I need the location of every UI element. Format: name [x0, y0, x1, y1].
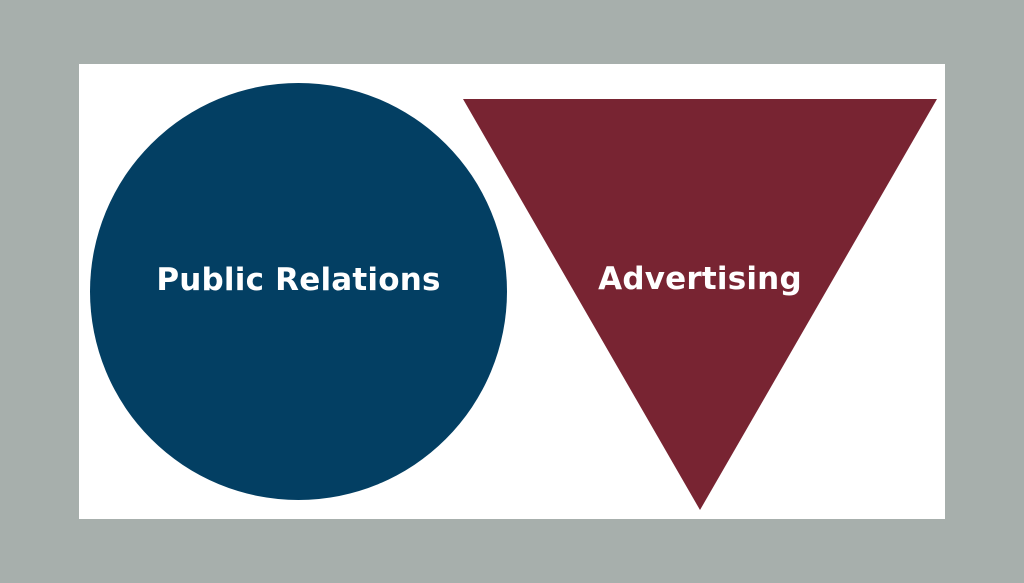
- public-relations-circle: Public Relations: [90, 83, 507, 500]
- advertising-triangle-shape: [463, 99, 937, 510]
- advertising-triangle: Advertising: [463, 99, 937, 510]
- public-relations-label: Public Relations: [156, 261, 441, 298]
- advertising-label: Advertising: [598, 261, 802, 297]
